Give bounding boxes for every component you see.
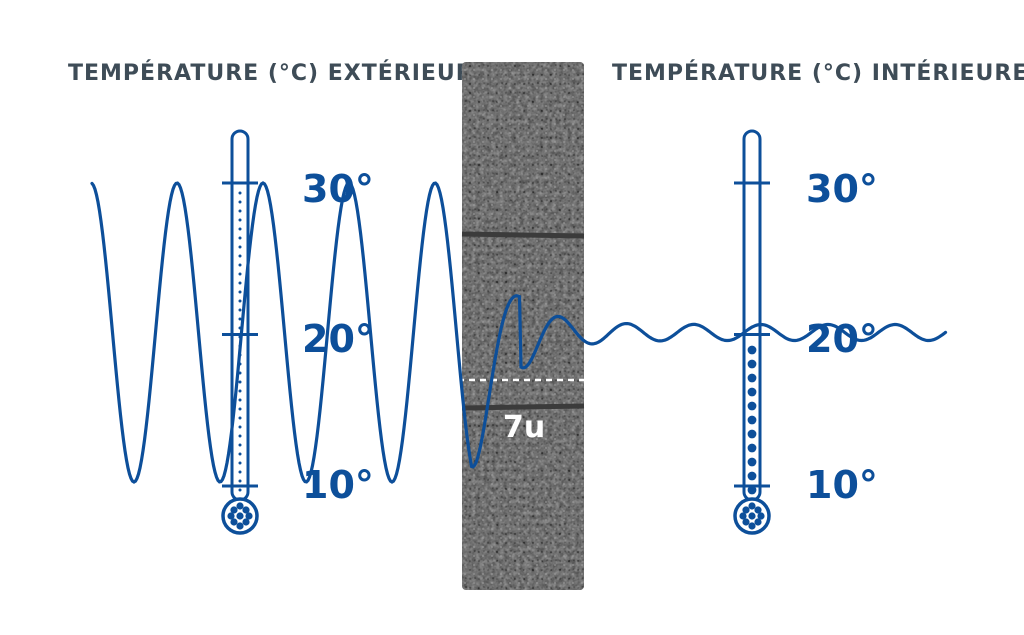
mercury-dot [747, 415, 757, 425]
outside-scale-label-20: 20° [302, 317, 374, 361]
mercury-dot [238, 308, 242, 312]
mercury-dot [238, 254, 242, 258]
bulb-dot [754, 506, 762, 514]
mercury-dot [238, 389, 242, 393]
mercury-dot [238, 290, 242, 294]
bulb-dot [236, 502, 244, 510]
outside-temperature-heading: TEMPÉRATURE (°C) EXTÉRIEURE [68, 60, 490, 86]
block-joint-lower [461, 403, 585, 411]
bulb-dot [748, 512, 756, 520]
mercury-dot [238, 245, 242, 249]
concrete-block-wall [461, 62, 585, 590]
bulb-dot [757, 512, 765, 520]
mercury-dot [238, 416, 242, 420]
mercury-dot [238, 317, 242, 321]
bulb-dot [742, 518, 750, 526]
mercury-dot [238, 470, 242, 474]
mercury-dot [238, 479, 242, 483]
outside-scale-label-10: 10° [302, 463, 374, 507]
bulb-dot [754, 518, 762, 526]
mercury-dot [238, 227, 242, 231]
mercury-dot [238, 425, 242, 429]
inside-scale-label-30: 30° [806, 167, 878, 211]
mercury-dot [747, 373, 757, 383]
mercury-dot [747, 401, 757, 411]
mercury-dot [747, 471, 757, 481]
mercury-dot [238, 191, 242, 195]
bulb-dot [739, 512, 747, 520]
mercury-dot [747, 443, 757, 453]
mercury-dot [747, 359, 757, 369]
temperature-wave [90, 181, 948, 484]
outside-thermometer [221, 129, 259, 535]
mercury-dot [747, 457, 757, 467]
bulb-dot [230, 518, 238, 526]
bulb-dot [236, 522, 244, 530]
bulb-dot [242, 506, 250, 514]
mercury-dot [238, 272, 242, 276]
wall-grain [462, 62, 584, 590]
mercury-dot [238, 452, 242, 456]
mercury-dot [747, 345, 757, 355]
mercury-dot [238, 488, 242, 492]
wall-thickness-label: 7u [503, 410, 545, 445]
mercury-dot [238, 209, 242, 213]
bulb-dot [742, 506, 750, 514]
mercury-dot [238, 380, 242, 384]
bulb-dot [748, 522, 756, 530]
mercury-dot [238, 236, 242, 240]
mercury-dot [238, 461, 242, 465]
mercury-dot [238, 443, 242, 447]
block-joint-upper [461, 231, 585, 239]
bulb-dot [230, 506, 238, 514]
bulb-dot [227, 512, 235, 520]
inside-temperature-heading: TEMPÉRATURE (°C) INTÉRIEURE [612, 60, 1024, 86]
mercury-dot [238, 398, 242, 402]
mercury-dot [238, 434, 242, 438]
bulb-dot [748, 502, 756, 510]
mercury-dot [238, 218, 242, 222]
mercury-dot [238, 200, 242, 204]
bulb-dot [236, 512, 244, 520]
mercury-dot [238, 299, 242, 303]
bulb-dot [245, 512, 253, 520]
inside-thermometer [733, 129, 771, 535]
inside-scale-label-10: 10° [806, 463, 878, 507]
inside-scale-label-20: 20° [806, 317, 878, 361]
mercury-dot [747, 387, 757, 397]
mercury-dot [238, 281, 242, 285]
outside-scale-label-30: 30° [302, 167, 374, 211]
bulb-dot [242, 518, 250, 526]
mercury-dot [238, 407, 242, 411]
mercury-dot [238, 263, 242, 267]
mercury-dot [747, 429, 757, 439]
mercury-dot [747, 485, 757, 495]
